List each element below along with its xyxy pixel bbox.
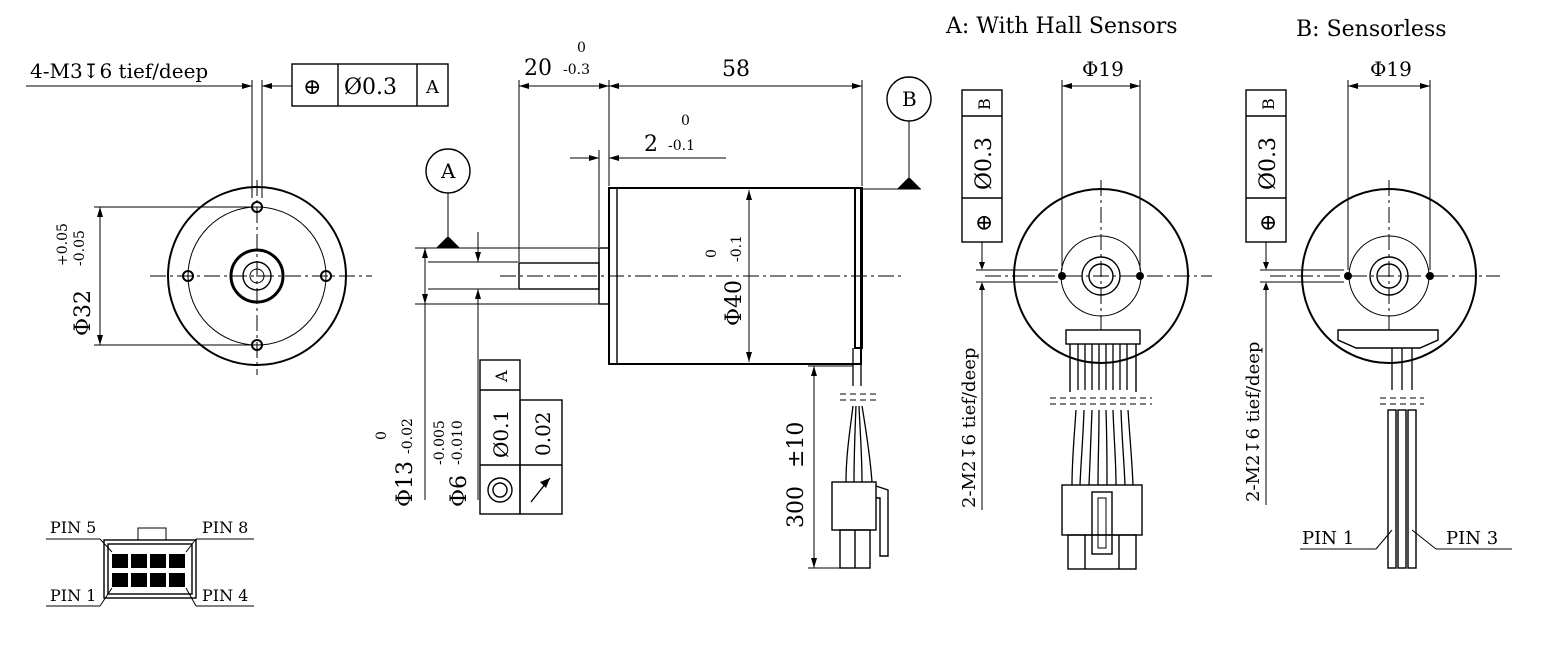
front-shaft (242, 261, 272, 291)
datum-a-triangle (436, 236, 460, 248)
shaft-length-dim: 20 (524, 56, 552, 81)
front-hub (229, 248, 285, 304)
runout-value: 0.02 (531, 411, 555, 456)
front-diameter-upper: +0.05 (55, 223, 71, 266)
connector-pinout: PIN 5 PIN 8 PIN 1 PIN 4 (46, 518, 254, 607)
connector-pins (112, 554, 185, 587)
cable-length-tol: ±10 (784, 422, 809, 468)
flange-dim: 2 (644, 132, 658, 157)
header-variant-a: A: With Hall Sensors (945, 14, 1178, 39)
datum-b-triangle (897, 177, 921, 189)
cable-length-dim: 300 (784, 486, 809, 528)
body-diameter-dim: Φ40 (722, 280, 747, 326)
mount-hole-right (320, 270, 332, 282)
sensorless-mount-hole-right (1426, 272, 1434, 280)
coaxiality-symbol-icon (487, 477, 513, 503)
front-pos-tol-value: Ø0.3 (344, 75, 397, 100)
shaft-length-lower: -0.3 (563, 62, 590, 78)
body-length-dim: 58 (722, 57, 750, 82)
sensorless-clamp (1337, 329, 1439, 349)
connector-housing (103, 539, 197, 599)
mount-hole-left (182, 270, 194, 282)
pin-bottom-right-label: PIN 4 (202, 586, 248, 605)
front-diameter-label: Φ32 (71, 290, 96, 336)
hall-wires (1077, 344, 1128, 390)
pilot-diameter-dim: Φ13 (393, 461, 418, 507)
rear-view-sensorless: Φ19 B Ø0.3 ⊕ 2-M2↧6 tief/deep (1243, 57, 1512, 569)
hall-pos-tol-value: Ø0.3 (972, 137, 997, 190)
sensorless-outer-circle (1301, 188, 1477, 364)
hall-harness-clamp (1065, 329, 1141, 345)
header-variant-b: B: Sensorless (1296, 17, 1447, 42)
body-diameter-lower: -0.1 (729, 235, 745, 262)
rear-cap (854, 187, 863, 349)
front-view: 4-M3↧6 tief/deep ⊕ Ø0.3 A Φ32 +0.05 -0.0… (26, 59, 449, 375)
side-connector (831, 481, 889, 569)
motor-shaft (518, 262, 600, 290)
sensorless-pin-left: PIN 1 (1302, 528, 1354, 549)
front-position-tolerance-frame: ⊕ Ø0.3 A (291, 63, 449, 107)
shaft-upper: -0.005 (432, 420, 448, 465)
flange-upper: 0 (681, 113, 690, 129)
hall-thread-callout: 2-M2↧6 tief/deep (959, 348, 980, 508)
hall-outer-circle (1013, 188, 1189, 364)
body-diameter-upper: 0 (704, 249, 720, 258)
hall-mount-hole-right (1136, 272, 1144, 280)
sensorless-mount-hole-left (1344, 272, 1352, 280)
shaft-length-upper: 0 (577, 40, 586, 56)
side-view: 20 0 -0.3 58 2 0 -0.1 Φ40 0 -0.1 A (374, 40, 932, 569)
coax-datum: A (492, 370, 511, 383)
sensorless-position-symbol-icon: ⊕ (1256, 214, 1281, 232)
coaxiality-tolerance-frame: A Ø0.1 (479, 359, 521, 515)
hall-wires-lower (1071, 409, 1134, 486)
sensorless-pin-right: PIN 3 (1446, 528, 1498, 549)
front-thread-callout: 4-M3↧6 tief/deep (30, 59, 208, 83)
hall-mount-hole-left (1058, 272, 1066, 280)
pilot-lower: -0.02 (400, 418, 416, 454)
hall-position-symbol-icon: ⊕ (972, 214, 997, 232)
shaft-lower: -0.010 (450, 420, 466, 465)
front-diameter-lower: -0.05 (72, 230, 88, 266)
hall-bolt-circle-dim: Φ19 (1082, 57, 1124, 81)
front-bolt-circle (187, 206, 327, 346)
sensorless-wires (1387, 409, 1417, 569)
runout-tolerance-frame: 0.02 (519, 399, 563, 515)
pin-bottom-left-label: PIN 1 (50, 586, 96, 605)
sensorless-bolt-circle-dim: Φ19 (1370, 57, 1412, 81)
sensorless-bearing (1369, 256, 1409, 296)
pin-top-left-label: PIN 5 (50, 518, 96, 537)
front-outer-circle (167, 186, 347, 366)
coax-value: Ø0.1 (489, 410, 513, 458)
flange-lower: -0.1 (668, 138, 695, 154)
sensorless-thread-callout: 2-M2↧6 tief/deep (1243, 342, 1264, 502)
hall-bearing (1081, 256, 1121, 296)
shaft-diameter-dim: Φ6 (447, 475, 472, 507)
pin-top-right-label: PIN 8 (202, 518, 248, 537)
sensorless-pos-tol-datum: B (1259, 98, 1278, 110)
position-symbol-icon: ⊕ (303, 75, 321, 100)
datum-a-label: A (440, 159, 456, 183)
hall-connector (1061, 484, 1143, 570)
sensorless-position-tolerance-frame: B Ø0.3 ⊕ (1245, 89, 1287, 243)
sensorless-pos-tol-value: Ø0.3 (1256, 137, 1281, 190)
datum-b-label: B (902, 87, 917, 111)
pilot-upper: 0 (374, 431, 390, 440)
hall-position-tolerance-frame: B Ø0.3 ⊕ (961, 89, 1003, 243)
front-pos-tol-datum: A (425, 77, 440, 98)
hall-pos-tol-datum: B (975, 98, 994, 110)
rear-view-hall-sensors: Φ19 B Ø0.3 ⊕ 2-M2↧6 tief/deep (959, 57, 1212, 570)
